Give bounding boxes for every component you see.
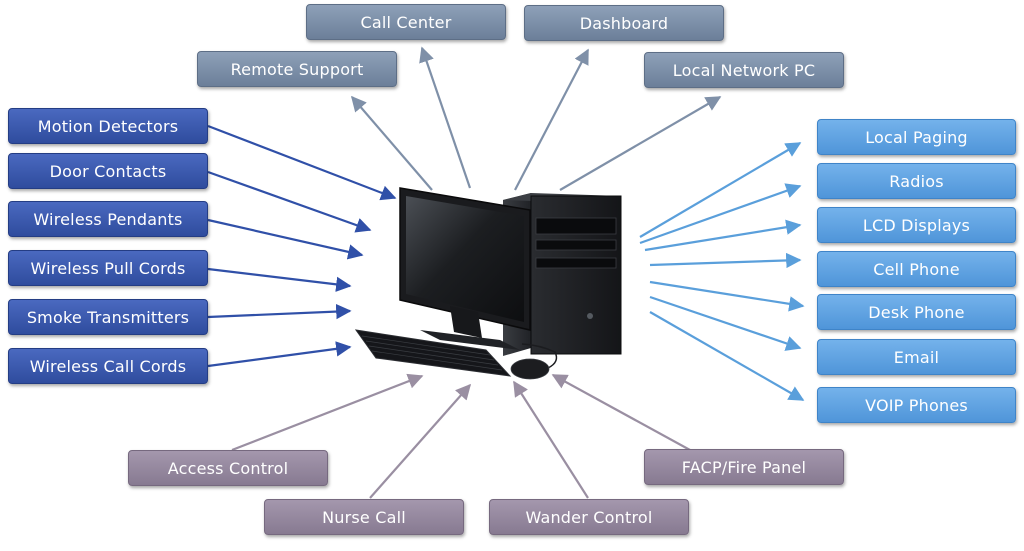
wander-control-box[interactable]: Wander Control xyxy=(489,499,689,535)
email-box[interactable]: Email xyxy=(817,339,1016,375)
remote-support-box[interactable]: Remote Support xyxy=(197,51,397,87)
local-paging-box[interactable]: Local Paging xyxy=(817,119,1016,155)
local-network-pc-box[interactable]: Local Network PC xyxy=(644,52,844,88)
bottom-arrows xyxy=(231,373,691,499)
top-arrows xyxy=(350,46,722,191)
arrow-to-email xyxy=(649,295,802,351)
left-arrows xyxy=(207,124,397,368)
mouse xyxy=(510,358,550,380)
door-contacts-box[interactable]: Door Contacts xyxy=(8,153,208,189)
arrow-to-voip-phones xyxy=(649,311,805,401)
arrow-to-desk-phone xyxy=(649,280,805,312)
right-arrows xyxy=(639,142,805,401)
dashboard-box[interactable]: Dashboard xyxy=(524,5,724,41)
arrow-from-wireless-pull-cords xyxy=(207,267,352,292)
arrow-from-smoke-transmitters xyxy=(207,303,352,320)
arrow-from-facp-fire-panel xyxy=(551,374,691,451)
wireless-pull-cords-box[interactable]: Wireless Pull Cords xyxy=(8,250,208,286)
arrow-from-nurse-call xyxy=(369,383,472,499)
tower-power-button xyxy=(587,313,593,319)
arrow-to-dashboard xyxy=(514,48,589,191)
arrow-from-access-control xyxy=(231,373,424,452)
radios-box[interactable]: Radios xyxy=(817,163,1016,199)
arrow-to-local-paging xyxy=(639,142,802,238)
facp-fire-panel-box[interactable]: FACP/Fire Panel xyxy=(644,449,844,485)
monitor-stand xyxy=(450,306,482,338)
mouse-cable xyxy=(521,343,558,369)
desktop-computer-icon xyxy=(354,187,622,380)
motion-detectors-box[interactable]: Motion Detectors xyxy=(8,108,208,144)
monitor-base xyxy=(420,330,520,350)
arrow-to-local-network-pc xyxy=(559,96,722,191)
tower-port-panel xyxy=(535,257,617,269)
cell-phone-box[interactable]: Cell Phone xyxy=(817,251,1016,287)
arrow-to-radios xyxy=(639,183,802,245)
tower-drive-bay-1 xyxy=(535,217,617,235)
nurse-call-box[interactable]: Nurse Call xyxy=(264,499,464,535)
arrow-from-wireless-call-cords xyxy=(207,341,352,368)
monitor-screen xyxy=(406,196,524,322)
keyboard xyxy=(354,329,512,377)
arrow-from-wander-control xyxy=(513,380,589,499)
access-control-box[interactable]: Access Control xyxy=(128,450,328,486)
arrow-to-remote-support xyxy=(350,95,433,191)
call-center-box[interactable]: Call Center xyxy=(306,4,506,40)
wireless-pendants-box[interactable]: Wireless Pendants xyxy=(8,201,208,237)
wireless-call-cords-box[interactable]: Wireless Call Cords xyxy=(8,348,208,384)
arrow-from-door-contacts xyxy=(207,170,372,233)
arrow-from-wireless-pendants xyxy=(207,218,364,260)
arrow-to-cell-phone xyxy=(649,252,802,269)
desk-phone-box[interactable]: Desk Phone xyxy=(817,294,1016,330)
arrow-from-motion-detectors xyxy=(207,124,397,201)
tower-drive-bay-2 xyxy=(535,239,617,251)
lcd-displays-box[interactable]: LCD Displays xyxy=(817,207,1016,243)
smoke-transmitters-box[interactable]: Smoke Transmitters xyxy=(8,299,208,335)
voip-phones-box[interactable]: VOIP Phones xyxy=(817,387,1016,423)
arrow-to-lcd-displays xyxy=(644,219,802,252)
arrow-to-call-center xyxy=(419,46,472,189)
